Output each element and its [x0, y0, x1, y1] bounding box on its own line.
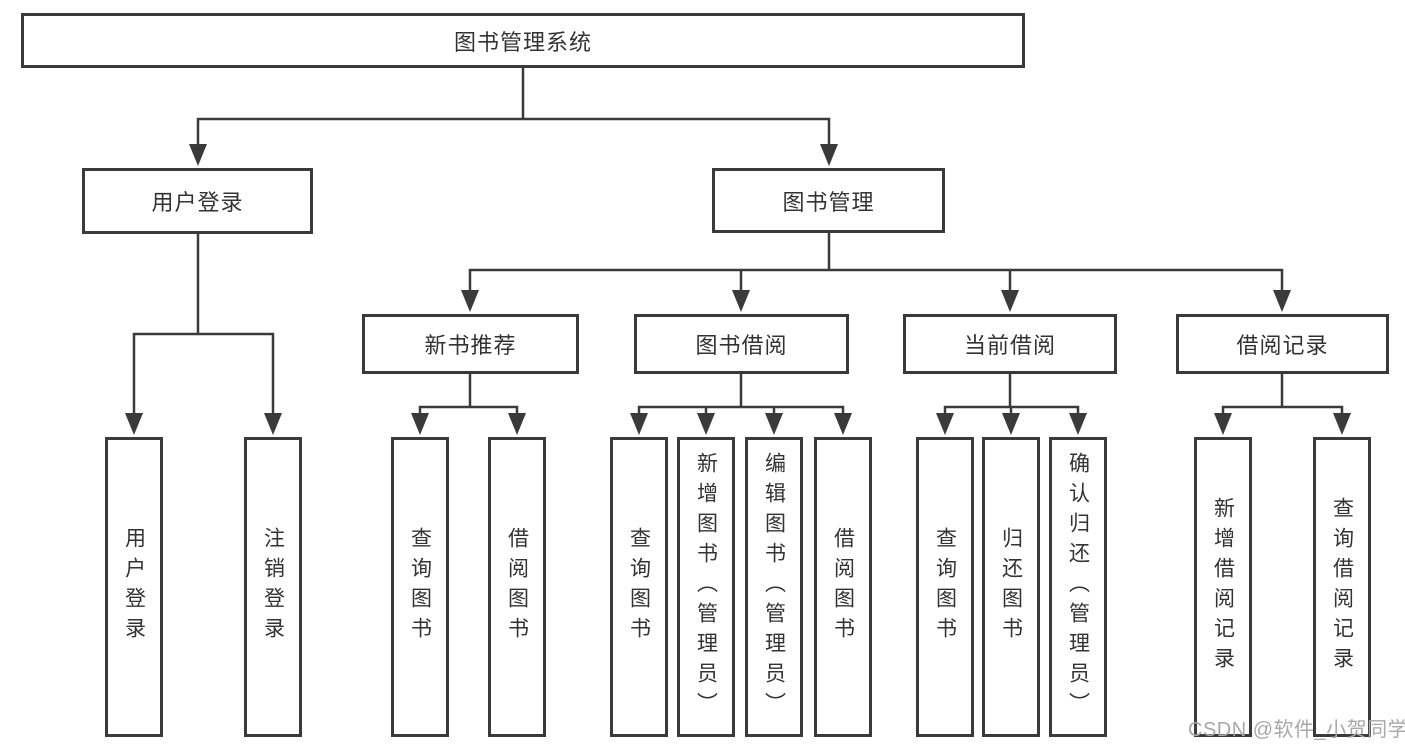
leaf-edit-books-admin-label: 编辑图书（管理员） — [762, 452, 786, 722]
connector-book-management-to-level3 — [461, 231, 1291, 312]
leaf-query-books-current: 查询图书 — [916, 437, 974, 737]
leaf-return-books-label: 归还图书 — [999, 527, 1023, 647]
leaf-user-login: 用户登录 — [105, 437, 163, 737]
leaf-return-books: 归还图书 — [982, 437, 1040, 737]
leaf-query-books-borrow: 查询图书 — [610, 437, 668, 737]
node-current-borrow: 当前借阅 — [903, 314, 1117, 374]
leaf-add-books-admin: 新增图书（管理员） — [677, 437, 735, 737]
node-book-management-label: 图书管理 — [782, 189, 875, 215]
leaf-borrow-books: 借阅图书 — [814, 437, 872, 737]
node-current-borrow-label: 当前借阅 — [963, 333, 1056, 358]
node-library-management-system-label: 图书管理系统 — [453, 29, 592, 55]
node-borrow-records-label: 借阅记录 — [1236, 333, 1329, 358]
leaf-add-borrow-record-label: 新增借阅记录 — [1211, 497, 1235, 677]
leaf-add-books-admin-label: 新增图书（管理员） — [694, 452, 718, 722]
leaf-query-borrow-record-label: 查询借阅记录 — [1330, 497, 1354, 677]
leaf-query-books-recommend: 查询图书 — [391, 437, 449, 737]
leaf-add-borrow-record: 新增借阅记录 — [1194, 437, 1252, 737]
leaf-user-login-label: 用户登录 — [122, 527, 146, 647]
connector-borrow-record-branch — [1214, 372, 1351, 435]
node-borrow-records: 借阅记录 — [1176, 314, 1389, 374]
leaf-query-books-current-label: 查询图书 — [933, 527, 957, 647]
leaf-edit-books-admin: 编辑图书（管理员） — [745, 437, 803, 737]
node-book-borrow-label: 图书借阅 — [695, 333, 788, 358]
node-user-login-label: 用户登录 — [151, 190, 244, 215]
node-new-book-recommend-label: 新书推荐 — [424, 333, 517, 358]
node-book-borrow: 图书借阅 — [634, 314, 849, 374]
leaf-borrow-books-label: 借阅图书 — [831, 527, 855, 647]
connector-current-borrow-branch — [936, 372, 1087, 435]
leaf-confirm-return-admin: 确认归还（管理员） — [1049, 437, 1107, 737]
leaf-logout: 注销登录 — [244, 437, 302, 737]
leaf-borrow-books-recommend-label: 借阅图书 — [505, 527, 529, 647]
node-new-book-recommend: 新书推荐 — [362, 314, 579, 374]
leaf-borrow-books-recommend: 借阅图书 — [488, 437, 546, 737]
connector-book-borrow-branch — [630, 372, 852, 435]
leaf-confirm-return-admin-label: 确认归还（管理员） — [1066, 452, 1090, 722]
csdn-watermark: CSDN @软件_小贺同学 — [1188, 719, 1405, 741]
node-library-management-system: 图书管理系统 — [21, 13, 1025, 68]
node-user-login: 用户登录 — [82, 168, 313, 234]
leaf-query-books-borrow-label: 查询图书 — [627, 527, 651, 647]
connector-user-login-branch — [125, 232, 282, 435]
node-book-management: 图书管理 — [712, 168, 945, 233]
connector-new-book-branch — [411, 372, 526, 435]
connector-root-to-level2 — [189, 66, 838, 166]
leaf-query-borrow-record: 查询借阅记录 — [1313, 437, 1371, 737]
leaf-logout-label: 注销登录 — [261, 527, 285, 647]
leaf-query-books-recommend-label: 查询图书 — [408, 527, 432, 647]
